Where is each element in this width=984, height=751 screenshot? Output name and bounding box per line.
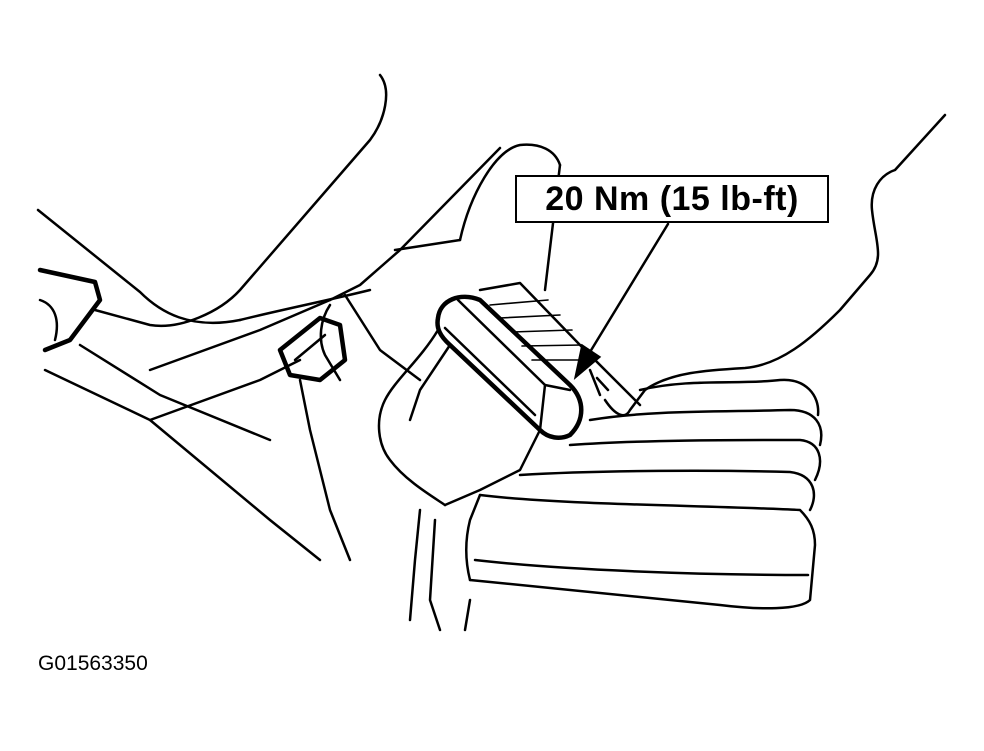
arrow-head-icon bbox=[573, 343, 602, 380]
threaded-stud bbox=[478, 281, 642, 407]
socket-body bbox=[377, 328, 542, 507]
upper-bracket bbox=[36, 73, 388, 328]
lower-left-arm bbox=[37, 267, 332, 562]
callout-leader bbox=[573, 222, 670, 380]
coil-spring bbox=[408, 378, 823, 632]
figure-id: G01563350 bbox=[38, 652, 148, 675]
hex-nut bbox=[435, 294, 584, 440]
torque-spec-label: 20 Nm (15 lb-ft) bbox=[515, 175, 829, 223]
central-casting bbox=[277, 143, 562, 562]
